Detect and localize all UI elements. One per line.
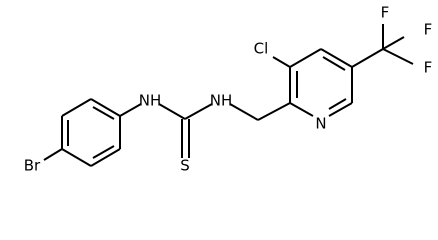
bond-c-f: [382, 48, 414, 65]
chemical-structure: Br NH NH S Cl N F F F: [24, 4, 433, 175]
pyridine-ring: [289, 48, 353, 117]
bromophenyl-ring: [61, 98, 121, 167]
atom-f-right: F: [424, 59, 433, 77]
atom-f-top-right: F: [424, 21, 433, 39]
bond: [61, 148, 92, 167]
double-bond-inner: [322, 56, 346, 71]
bond: [289, 102, 314, 117]
double-bond-inner: [328, 98, 347, 110]
bond-ring-cf3: [351, 48, 384, 68]
bond-nh-ch2: [229, 103, 259, 121]
bond-to-br: [43, 148, 63, 161]
bond: [328, 102, 353, 117]
bond-ring-nh: [119, 103, 142, 117]
bond: [90, 148, 121, 167]
bond-ch2-ring: [257, 102, 291, 121]
atom-nh-left: NH: [139, 92, 162, 110]
bond: [320, 48, 353, 68]
double-bond-inner: [92, 145, 115, 159]
structure-canvas: Br NH NH S Cl N F F F: [23, 3, 433, 175]
bond: [90, 98, 121, 117]
atom-s: S: [180, 157, 190, 175]
atom-nh-right: NH: [210, 92, 233, 110]
bond: [289, 48, 322, 68]
atom-n-ring: N: [315, 115, 326, 133]
bond-c-f: [382, 36, 405, 50]
double-bond-inner: [92, 106, 115, 120]
bond: [61, 98, 92, 117]
atom-cl: Cl: [254, 40, 269, 58]
atom-f-top-left: F: [381, 4, 390, 22]
atom-br: Br: [24, 157, 41, 175]
bond-c-nh: [184, 103, 213, 120]
bond-nh-c: [158, 103, 186, 120]
bond-to-cl: [272, 56, 291, 68]
